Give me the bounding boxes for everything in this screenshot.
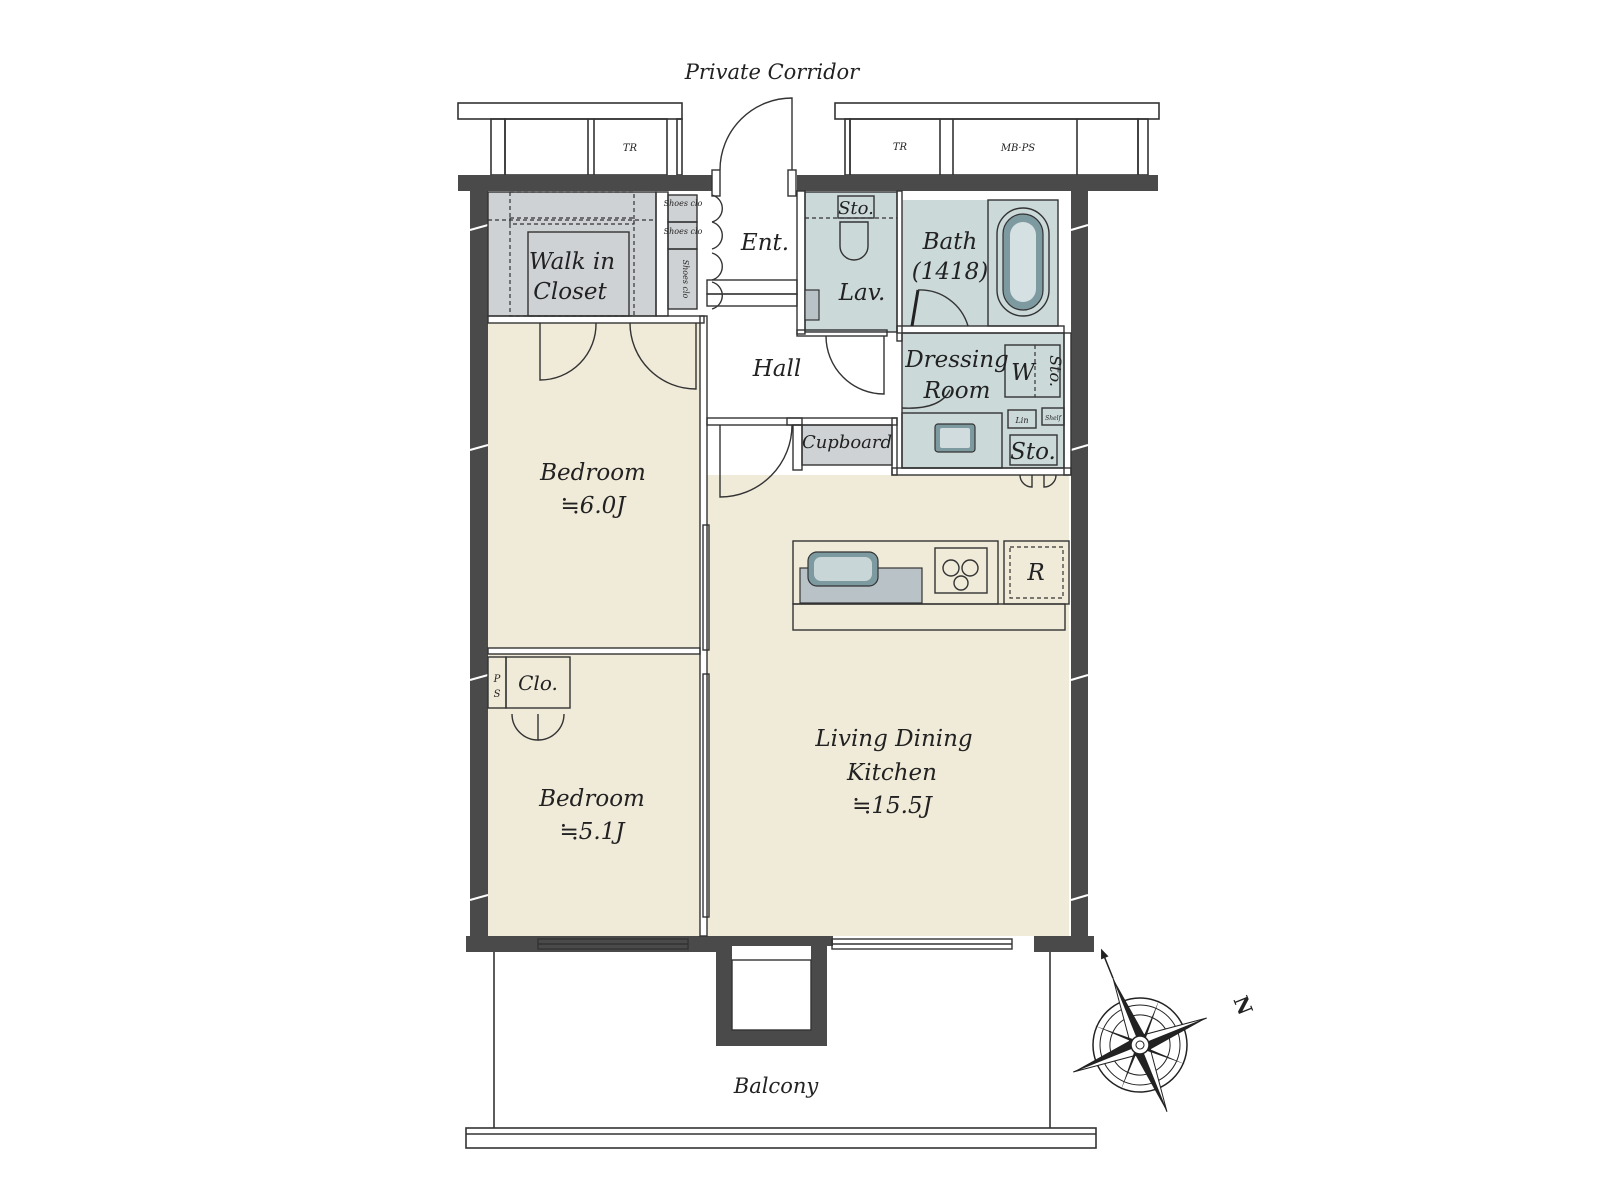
- entrance-door: [711, 97, 797, 197]
- ldk-size: ≒15.5J: [852, 793, 933, 819]
- walk-in-closet-label: Walk in: [529, 249, 615, 275]
- shoes-clo-label-1: Shoes clo: [664, 199, 703, 208]
- bedroom-1-label: Bedroom: [539, 460, 646, 486]
- bath-size-label: (1418): [912, 259, 988, 285]
- shoes-closet: [667, 194, 723, 310]
- room-fills: [488, 192, 1069, 936]
- linen-label: Lin: [1014, 416, 1028, 425]
- hall-label: Hall: [752, 356, 801, 382]
- cupboard-label: Cupboard: [802, 432, 892, 453]
- closet-label: Clo.: [518, 671, 558, 695]
- kitchen-counter: [792, 540, 1070, 631]
- labels: Private Corridor TR TR MB·PS Walk in Clo…: [493, 60, 1258, 1098]
- ldk-label-2: Kitchen: [846, 760, 937, 786]
- sto-lav-label: Sto.: [838, 198, 874, 219]
- shelf-label: Shelf: [1045, 415, 1062, 422]
- walk-in-closet: [487, 191, 697, 390]
- sto-kitchen-label: Sto.: [1010, 439, 1056, 465]
- mb-ps-label: MB·PS: [1000, 143, 1035, 154]
- interior-walls: [487, 190, 1072, 937]
- shoes-clo-label-2: Shoes clo: [664, 227, 703, 236]
- walk-in-closet-label-2: Closet: [533, 279, 607, 305]
- pipe-space-p: P: [493, 674, 501, 685]
- tr-left-label: TR: [623, 143, 638, 154]
- corridor-facade: [457, 102, 1160, 176]
- dressing-room: [901, 332, 1065, 488]
- cupboard: [719, 424, 893, 498]
- bedroom-2-size: ≒5.1J: [559, 819, 626, 845]
- balcony-windows: [537, 938, 1013, 950]
- corridor-label: Private Corridor: [684, 60, 861, 84]
- refrigerator-label: R: [1026, 560, 1044, 586]
- washer-label: W: [1011, 360, 1037, 386]
- ldk-label: Living Dining: [814, 726, 972, 752]
- dressing-room-label-2: Room: [923, 378, 991, 404]
- balcony-area: [465, 952, 1097, 1149]
- dressing-room-label: Dressing: [904, 347, 1009, 373]
- bath: [910, 199, 1059, 327]
- sto-dressing-label: Sto.: [1046, 355, 1065, 387]
- lavatory: [804, 191, 898, 395]
- tr-right-label: TR: [893, 142, 908, 153]
- sliding-doors: [702, 524, 710, 918]
- bath-label: Bath: [922, 229, 978, 255]
- bedroom-1-size: ≒6.0J: [560, 493, 627, 519]
- bedroom-2-label: Bedroom: [538, 786, 645, 812]
- bedroom2-closet: [487, 656, 571, 741]
- pipe-space-s: S: [494, 689, 501, 700]
- entrance-label: Ent.: [740, 230, 789, 256]
- compass-icon: [1073, 948, 1207, 1112]
- shoes-clo-label-3: Shoes clo: [681, 260, 690, 299]
- lavatory-label: Lav.: [838, 280, 886, 306]
- balcony-label: Balcony: [733, 1074, 820, 1098]
- compass-north-label: N: [1229, 992, 1258, 1018]
